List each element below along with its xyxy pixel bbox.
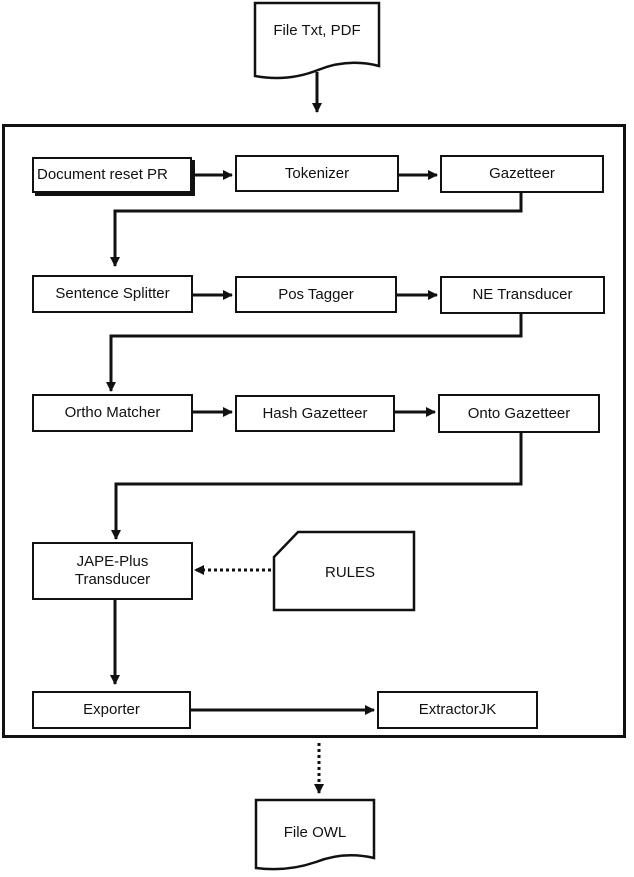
jape-plus-transducer-box: JAPE-Plus Transducer [32, 542, 193, 600]
input-document-label: File Txt, PDF [273, 22, 361, 39]
output-document-label: File OWL [283, 824, 347, 841]
pos-tagger-box: Pos Tagger [235, 276, 397, 313]
extractor-label: ExtractorJK [418, 701, 497, 718]
onto-gazetteer-label: Onto Gazetteer [467, 404, 571, 422]
ortho-matcher-box: Ortho Matcher [32, 394, 193, 432]
sentence-splitter-label: Sentence Splitter [55, 285, 170, 302]
hash-gazetteer-box: Hash Gazetteer [235, 395, 395, 432]
pos-tagger-label: Pos Tagger [278, 285, 354, 303]
hash-gazetteer-label: Hash Gazetteer [262, 404, 368, 422]
ne-transducer-label: NE Transducer [472, 286, 573, 303]
arrow-gazetteer-to-sentence-splitter [110, 193, 523, 267]
rules-document-shape [272, 530, 416, 612]
rules-document-label: RULES [324, 564, 376, 581]
gazetteer-box: Gazetteer [440, 155, 604, 193]
document-reset-label: Document reset PR [37, 166, 168, 183]
ne-transducer-box: NE Transducer [440, 276, 605, 314]
jape-plus-label-line2: Transducer [74, 571, 151, 588]
sentence-splitter-box: Sentence Splitter [32, 275, 193, 313]
exporter-label: Exporter [83, 701, 140, 718]
extractor-box: ExtractorJK [377, 691, 538, 729]
gazetteer-label: Gazetteer [489, 165, 555, 182]
tokenizer-label: Tokenizer [284, 164, 350, 182]
onto-gazetteer-box: Onto Gazetteer [438, 394, 600, 433]
jape-plus-label-line1: JAPE-Plus [76, 553, 149, 570]
output-document-shape [254, 798, 376, 871]
document-reset-box: Document reset PR [32, 157, 192, 193]
tokenizer-box: Tokenizer [235, 155, 399, 192]
exporter-box: Exporter [32, 691, 191, 729]
ortho-matcher-label: Ortho Matcher [64, 404, 161, 421]
arrow-onto-gazetteer-to-jape [111, 432, 523, 540]
arrow-ne-transducer-to-ortho-matcher [106, 314, 523, 392]
input-document-shape [253, 1, 381, 80]
processing-pipeline-frame [2, 124, 626, 738]
